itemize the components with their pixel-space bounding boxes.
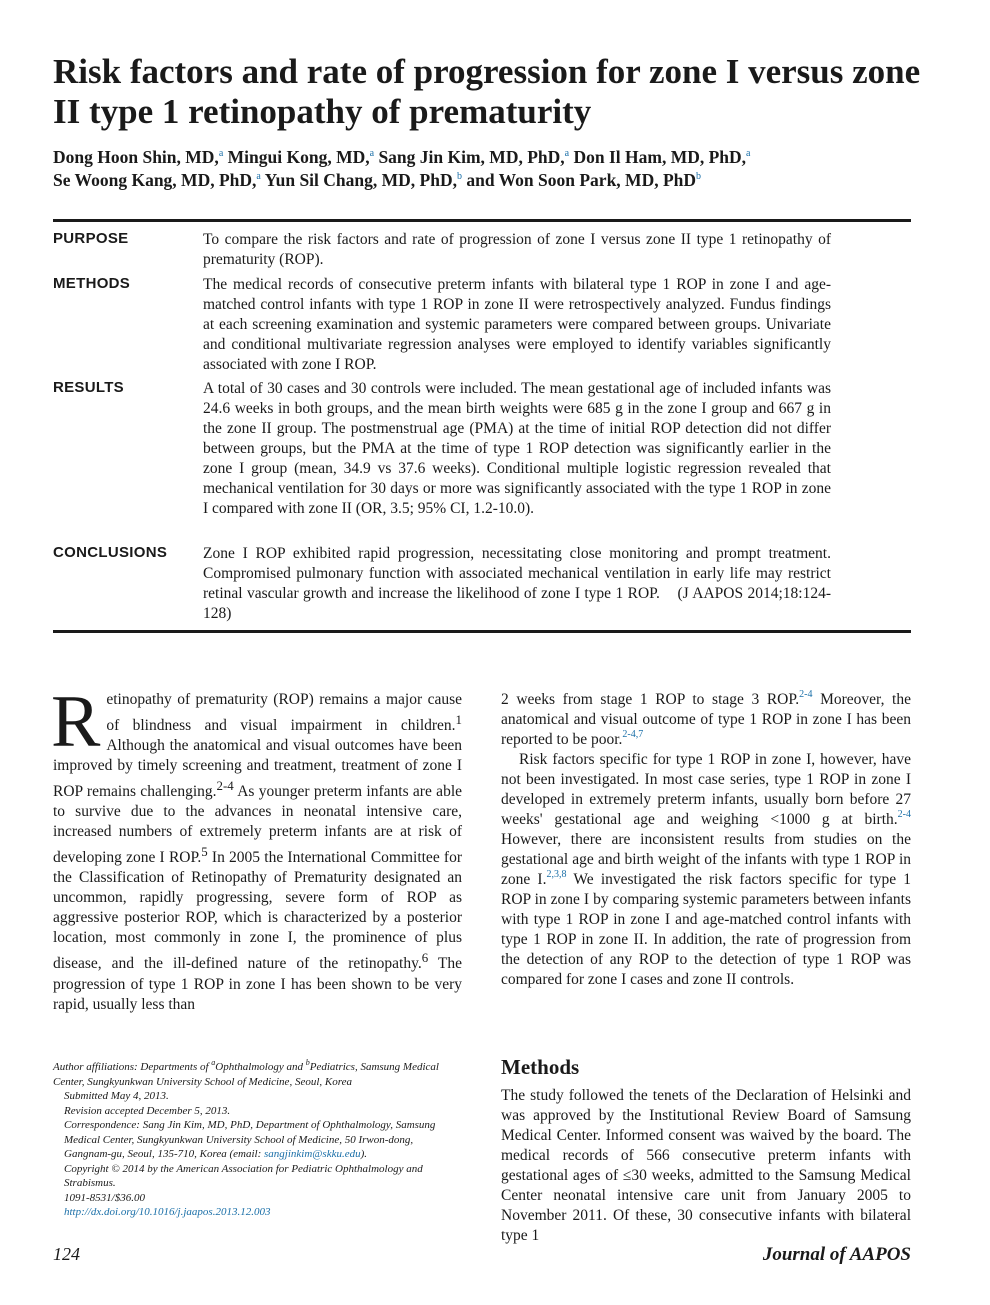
- affiliation-marker: a: [564, 148, 570, 159]
- issn: 1091-8531/$36.00: [64, 1191, 145, 1204]
- author-name: Dong Hoon Shin, MD,: [53, 147, 219, 167]
- intro-text: In 2005 the International Committee for …: [53, 849, 462, 973]
- author-name: Se Woong Kang, MD, PhD,: [53, 170, 257, 190]
- abstract-conclusions-text: Zone I ROP exhibited rapid progression, …: [203, 544, 831, 624]
- abstract-results-text: A total of 30 cases and 30 controls were…: [203, 380, 831, 517]
- reference-link[interactable]: 2-4: [799, 689, 813, 700]
- intro-text: However, there are inconsistent results …: [501, 831, 911, 888]
- submitted-date: Submitted May 4, 2013.: [64, 1090, 169, 1102]
- conclusions-body: Zone I ROP exhibited rapid progression, …: [203, 545, 831, 602]
- affiliation-marker: b: [456, 171, 462, 182]
- correspondence: Correspondence: Sang Jin Kim, MD, PhD, D…: [64, 1119, 436, 1160]
- reference-link[interactable]: 2,3,8: [546, 869, 567, 880]
- intro-right-column: 2 weeks from stage 1 ROP to stage 3 ROP.…: [501, 690, 911, 990]
- reference-link[interactable]: 2-4: [216, 778, 234, 794]
- reference-link[interactable]: 5: [201, 844, 208, 860]
- abstract-methods-text: The medical records of consecutive prete…: [203, 276, 831, 373]
- abstract-top-rule: [53, 219, 911, 222]
- revision-date: Revision accepted December 5, 2013.: [64, 1104, 231, 1117]
- affiliations-footnote: Author affiliations: Departments of aOph…: [53, 1058, 458, 1220]
- affiliation-marker: a: [256, 171, 261, 182]
- doi-link[interactable]: http://dx.doi.org/10.1016/j.jaapos.2013.…: [64, 1206, 271, 1218]
- author-name: Yun Sil Chang, MD, PhD,: [264, 170, 457, 190]
- abstract-methods-label: METHODS: [53, 275, 131, 292]
- intro-text: The progression of type 1 ROP in zone I …: [53, 955, 462, 1013]
- reference-link[interactable]: 2-4: [897, 809, 911, 820]
- journal-citation: (J AAPOS 2014;18:124-128): [203, 585, 831, 622]
- affiliation-marker: b: [696, 171, 702, 182]
- article-title: Risk factors and rate of progression for…: [53, 52, 921, 131]
- journal-name: Journal of AAPOS: [762, 1244, 911, 1265]
- drop-cap: R: [51, 681, 101, 763]
- affiliation-marker: a: [369, 148, 375, 159]
- intro-text: We investigated the risk factors specifi…: [501, 871, 912, 988]
- author-name: Mingui Kong, MD,: [227, 147, 370, 167]
- methods-heading: Methods: [501, 1055, 580, 1079]
- author-name: and Won Soon Park, MD, PhD: [466, 170, 697, 190]
- page-number: 124: [53, 1244, 80, 1264]
- abstract-purpose-text: To compare the risk factors and rate of …: [203, 231, 831, 268]
- intro-text: Risk factors specific for type 1 ROP in …: [501, 751, 911, 828]
- copyright: Copyright © 2014 by the American Associa…: [64, 1162, 423, 1190]
- intro-text: Although the anatomical and visual outco…: [53, 737, 462, 801]
- author-name: Don Il Ham, MD, PhD,: [573, 147, 747, 167]
- abstract-bottom-rule: [53, 630, 911, 633]
- intro-text: As younger preterm infants are able to s…: [53, 783, 463, 867]
- abstract-conclusions-label: CONCLUSIONS: [53, 544, 168, 561]
- email-link[interactable]: sangjinkim@skku.edu: [264, 1148, 361, 1160]
- methods-text: The study followed the tenets of the Dec…: [501, 1087, 911, 1244]
- affiliation-marker: a: [746, 148, 751, 159]
- intro-text: Moreover, the anatomical and visual outc…: [501, 691, 911, 748]
- reference-link[interactable]: 1: [455, 712, 462, 727]
- author-name: Sang Jin Kim, MD, PhD,: [378, 147, 565, 167]
- intro-text: 2 weeks from stage 1 ROP to stage 3 ROP.: [501, 691, 800, 708]
- abstract-purpose-label: PURPOSE: [53, 230, 129, 247]
- reference-link[interactable]: 2-4,7: [622, 729, 644, 740]
- affiliation-marker: a: [218, 148, 224, 159]
- intro-text: etinopathy of prematurity (ROP) remains …: [106, 691, 462, 735]
- reference-link[interactable]: 6: [421, 950, 429, 966]
- affiliation-line: Author affiliations: Departments of aOph…: [53, 1058, 439, 1088]
- author-list: Dong Hoon Shin, MD,a Mingui Kong, MD,a S…: [53, 146, 933, 192]
- abstract-results-label: RESULTS: [53, 379, 124, 396]
